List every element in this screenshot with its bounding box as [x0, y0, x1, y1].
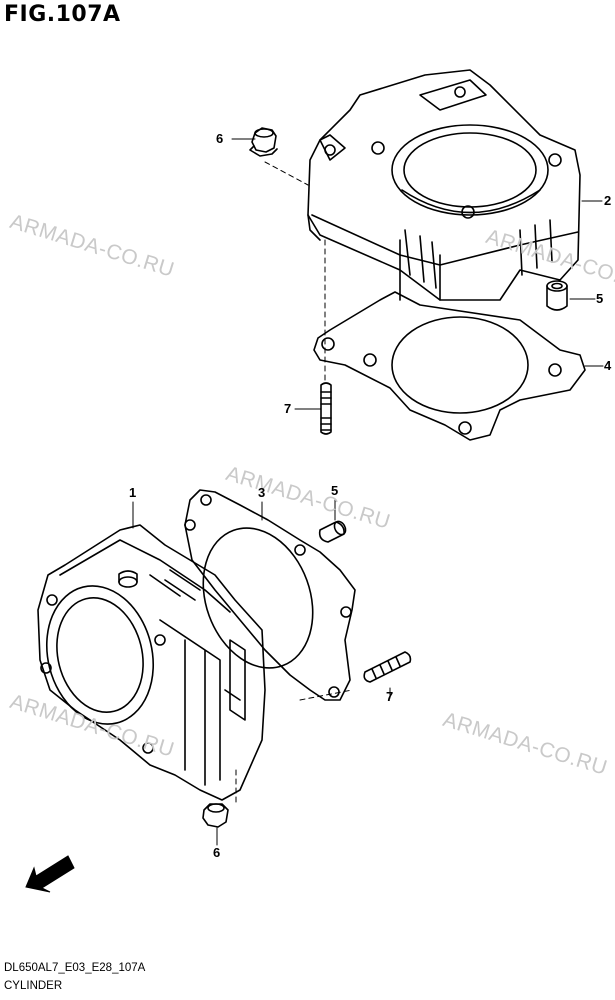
- bottom-stud-part: [363, 651, 412, 683]
- forward-arrow-icon: [25, 855, 75, 893]
- bottom-nut-part: [202, 803, 229, 828]
- callout-bottom-dowel: 5: [331, 483, 339, 498]
- diagram-name: CYLINDER: [4, 980, 63, 992]
- callout-bottom-cylinder: 1: [129, 485, 137, 500]
- callout-bottom-nut: 6: [213, 845, 221, 860]
- diagram-code: DL650AL7_E03_E28_107A: [4, 962, 146, 974]
- bottom-dowel-part: [318, 520, 347, 543]
- top-nut-part: [249, 127, 278, 157]
- callout-top-dowel: 5: [596, 291, 604, 306]
- callout-top-nut: 6: [216, 131, 224, 146]
- callout-bottom-stud: 7: [386, 689, 394, 704]
- top-cylinder-part: [307, 69, 581, 301]
- top-dowel-part: [546, 280, 568, 311]
- top-stud-part: [320, 382, 332, 435]
- callout-top-cylinder: 2: [604, 193, 612, 208]
- callout-top-gasket: 4: [604, 358, 612, 373]
- bottom-gasket-part: [184, 489, 356, 701]
- callout-top-stud: 7: [284, 401, 292, 416]
- leader-lines: [132, 138, 604, 846]
- assembly-lines: [235, 161, 353, 806]
- bottom-cylinder-part: [37, 524, 266, 801]
- figure-title: FIG.107A: [4, 2, 121, 27]
- top-gasket-part: [313, 291, 586, 441]
- callout-bottom-gasket: 3: [258, 485, 266, 500]
